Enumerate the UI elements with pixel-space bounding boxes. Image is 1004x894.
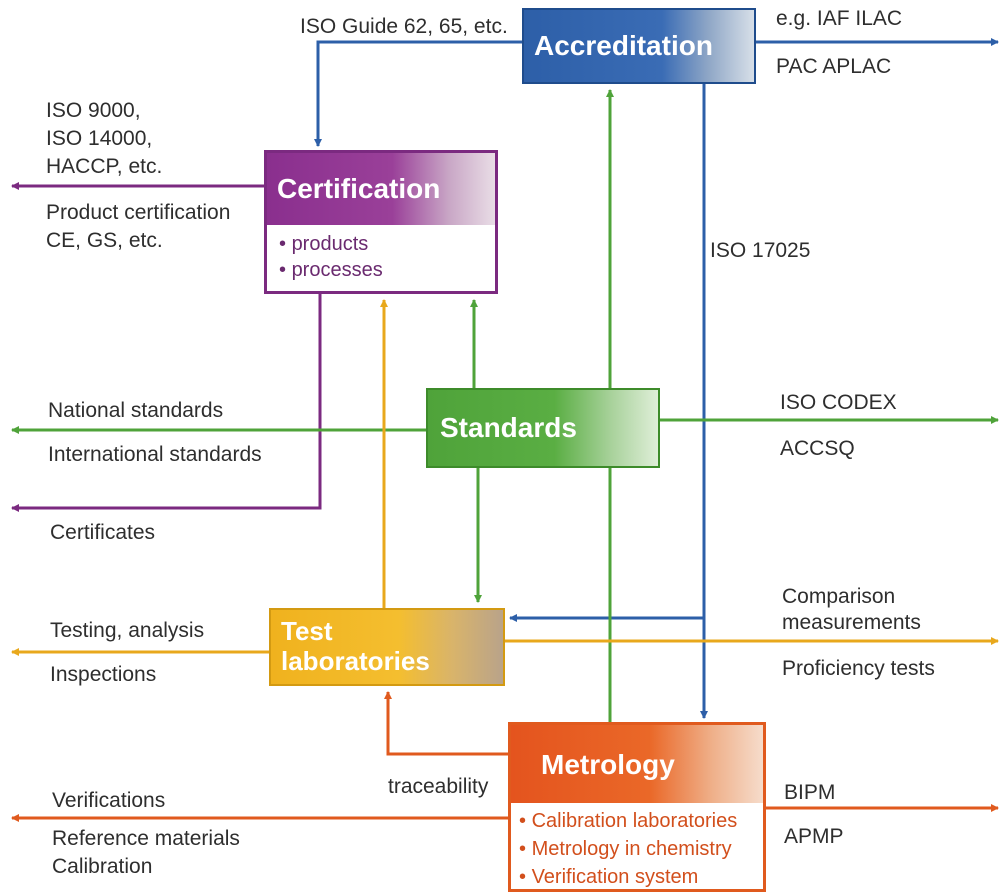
label-testing-analysis: Testing, analysis bbox=[50, 619, 205, 642]
label-ce-gs: CE, GS, etc. bbox=[46, 229, 163, 252]
standards-title: Standards bbox=[440, 412, 577, 443]
test-laboratories-box: Test laboratories bbox=[269, 608, 505, 686]
label-measurements: measurements bbox=[782, 611, 921, 634]
metrology-connectors bbox=[11, 691, 999, 822]
metrology-box: Metrology Calibration laboratories Metro… bbox=[508, 722, 766, 892]
metrology-item: Verification system bbox=[519, 863, 737, 889]
certification-box: Certification products processes bbox=[264, 150, 498, 294]
label-pac-aplac: PAC APLAC bbox=[776, 55, 892, 78]
accreditation-to-certification-arrow bbox=[314, 40, 522, 147]
accreditation-title: Accreditation bbox=[534, 30, 713, 61]
accreditation-connectors bbox=[314, 38, 999, 719]
certification-item: products bbox=[279, 231, 383, 257]
certification-title: Certification bbox=[277, 173, 441, 204]
metrology-title: Metrology bbox=[541, 749, 675, 780]
label-iaf-ilac: e.g. IAF ILAC bbox=[776, 7, 903, 30]
test-labs-connectors bbox=[11, 299, 999, 656]
label-verifications: Verifications bbox=[52, 789, 166, 812]
label-apmp: APMP bbox=[784, 825, 844, 848]
label-iso-9000: ISO 9000, bbox=[46, 99, 141, 122]
accreditation-box: Accreditation bbox=[522, 8, 756, 84]
certification-connectors bbox=[11, 182, 322, 512]
label-product-certification: Product certification bbox=[46, 201, 231, 224]
label-national-standards: National standards bbox=[48, 399, 224, 422]
metrology-items: Calibration laboratories Metrology in ch… bbox=[519, 807, 738, 889]
label-iso-codex: ISO CODEX bbox=[780, 391, 897, 414]
label-iso-14000: ISO 14000, bbox=[46, 127, 153, 150]
label-calibration: Calibration bbox=[52, 855, 153, 878]
label-certificates: Certificates bbox=[50, 521, 156, 544]
label-traceability: traceability bbox=[388, 775, 489, 798]
certification-to-certificates-arrow bbox=[11, 294, 322, 512]
metrology-item: Metrology in chemistry bbox=[519, 835, 737, 863]
label-accsq: ACCSQ bbox=[780, 437, 855, 460]
standards-box: Standards bbox=[426, 388, 660, 468]
certification-header bbox=[267, 153, 495, 225]
certification-items: products processes bbox=[279, 231, 383, 283]
label-international-standards: International standards bbox=[48, 443, 262, 466]
test-laboratories-title: Test laboratories bbox=[281, 616, 430, 676]
label-comparison: Comparison bbox=[782, 585, 896, 608]
label-haccp: HACCP, etc. bbox=[46, 155, 163, 178]
certification-item: processes bbox=[279, 257, 383, 283]
label-iso-guide: ISO Guide 62, 65, etc. bbox=[300, 15, 508, 38]
label-bipm: BIPM bbox=[784, 781, 836, 804]
metrology-header bbox=[511, 725, 763, 803]
label-iso-17025: ISO 17025 bbox=[710, 239, 811, 262]
label-proficiency-tests: Proficiency tests bbox=[782, 657, 935, 680]
metrology-item: Calibration laboratories bbox=[519, 807, 738, 835]
label-inspections: Inspections bbox=[50, 663, 157, 686]
traceability-arrow bbox=[384, 691, 508, 756]
label-reference-materials: Reference materials bbox=[52, 827, 240, 850]
